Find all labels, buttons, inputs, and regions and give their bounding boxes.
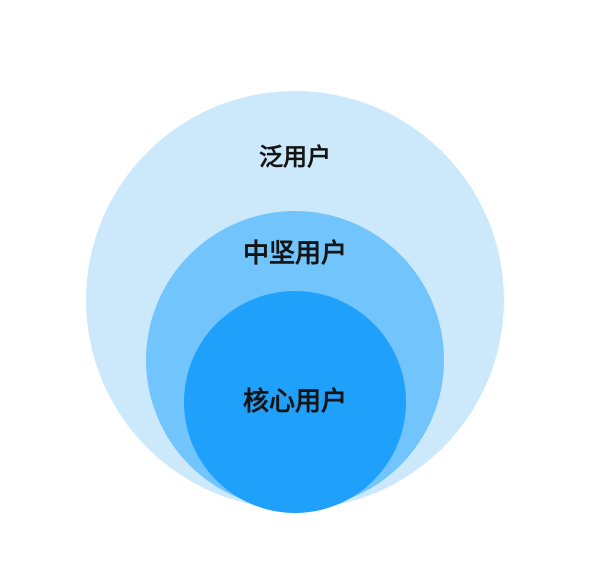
general-users-label: 泛用户 bbox=[259, 143, 331, 171]
core-users-circle bbox=[184, 291, 406, 513]
mid-tier-users-label: 中坚用户 bbox=[242, 239, 347, 269]
core-users-label: 核心用户 bbox=[242, 387, 347, 417]
